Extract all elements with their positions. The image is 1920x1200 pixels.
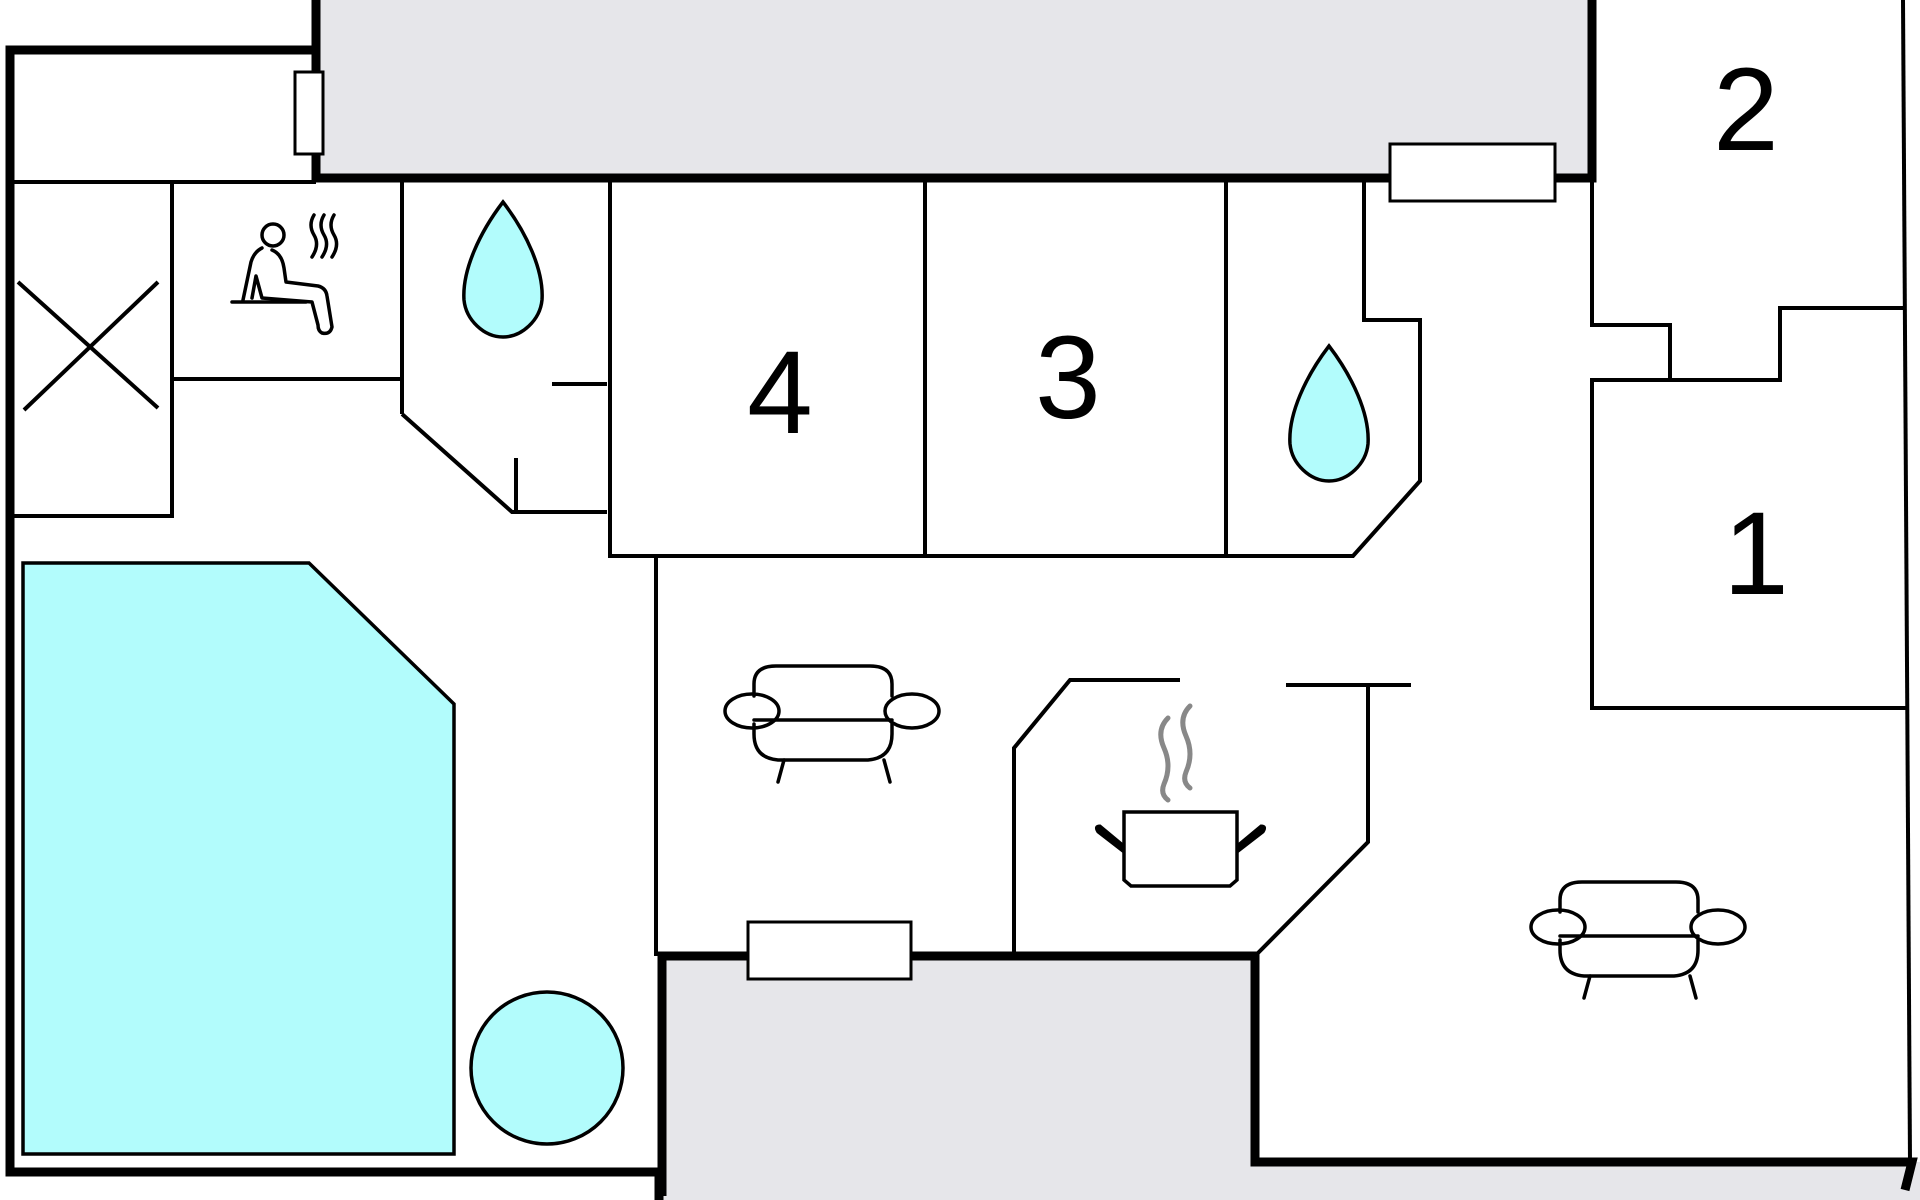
- room-number-3: 3: [1035, 312, 1101, 444]
- window-left: [293, 70, 325, 156]
- sofa-icon: [723, 664, 941, 784]
- shower-icon: [462, 199, 544, 339]
- room-number-2: 2: [1713, 44, 1779, 176]
- terrace-bottom-right: [1255, 1162, 1920, 1200]
- window-bottom: [746, 920, 913, 981]
- interior-walls: [10, 178, 1906, 958]
- room-number-4: 4: [747, 327, 813, 459]
- terrace-bottom: [662, 956, 1255, 1200]
- shower-icon: [1288, 343, 1370, 483]
- room-number-1: 1: [1723, 488, 1789, 620]
- kitchen-pot-icon: [1094, 703, 1267, 888]
- sofa-icon: [1529, 880, 1747, 1000]
- sauna-icon: [230, 213, 339, 336]
- storage-x-icon: [16, 280, 160, 412]
- window-top: [1388, 142, 1557, 203]
- pool: [21, 561, 456, 1156]
- hot-tub: [469, 990, 625, 1146]
- terrace-top: [316, 0, 1592, 176]
